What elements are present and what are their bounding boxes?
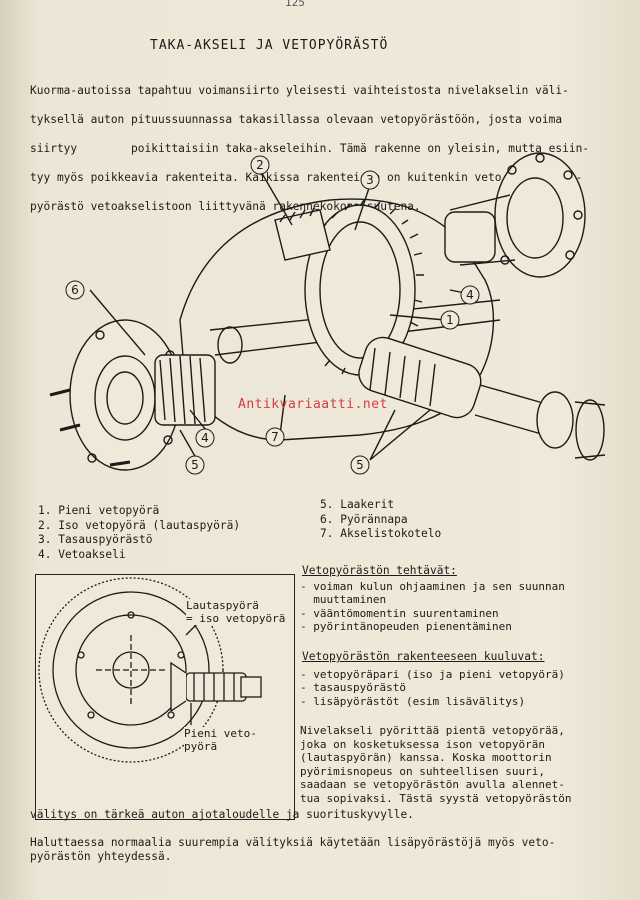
text-line: joka on kosketuksessa ison vetopyörän xyxy=(300,737,546,751)
callout-7: 7 xyxy=(271,430,279,444)
intro-line: tyksellä auton pituussuunnassa takasilla… xyxy=(30,113,563,127)
legend-item: 6. Pyörännapa xyxy=(320,512,408,526)
intro-line: Kuorma-autoissa tapahtuu voimansiirto yl… xyxy=(30,84,569,98)
text-line: Nivelakseli pyörittää pientä vetopyörää, xyxy=(300,724,565,737)
text-line: (lautaspyörän) kanssa. Koska moottorin xyxy=(300,751,552,765)
callout-6: 6 xyxy=(71,283,79,297)
list-item: - pyörintänopeuden pienentäminen xyxy=(300,620,512,634)
legend-item: 1. Pieni vetopyörä xyxy=(38,504,160,517)
side-paragraph: Nivelakseli pyörittää pientä vetopyörää,… xyxy=(300,724,572,806)
legend-item: 7. Akselistokotelo xyxy=(320,527,442,541)
intro-line: tyy myös poikkeavia rakenteita. Kaikissa… xyxy=(30,170,583,184)
rear-axle-illustration: 2 3 6 1 4 4 5 7 5 xyxy=(49,152,606,475)
tasks-list: - voiman kulun ohjaaminen ja sen suunnan… xyxy=(300,580,565,634)
callout-1: 1 xyxy=(446,313,454,327)
bottom-paragraph: välitys on tärkeä auton ajotaloudelle ja… xyxy=(30,808,590,864)
callout-4: 4 xyxy=(201,431,209,445)
intro-line: siirtyy poikittaisiin taka-akseleihin. T… xyxy=(30,142,590,156)
callout-2: 2 xyxy=(256,158,264,172)
text-line: Haluttaessa normaalia suurempia välityks… xyxy=(30,836,556,849)
list-item: muuttaminen xyxy=(300,593,387,607)
callout-5: 5 xyxy=(191,458,199,472)
legend-item: 2. Iso vetopyörä (lautaspyörä) xyxy=(38,518,241,532)
list-item: - tasauspyörästö xyxy=(300,681,406,695)
text-line: saadaan se vetopyörästön avulla alennet- xyxy=(300,778,565,792)
callout-3: 3 xyxy=(366,173,374,187)
watermark-text: Antikvariaatti.net xyxy=(238,397,388,412)
legend-item: 5. Laakerit xyxy=(320,498,395,511)
diagram-label-pinion: Pieni veto- pyörä xyxy=(184,727,257,753)
page-number: 125 xyxy=(285,0,305,9)
parts-legend-right: 5. Laakerit 6. Pyörännapa 7. Akselistoko… xyxy=(320,498,441,542)
intro-paragraph: Kuorma-autoissa tapahtuu voimansiirto yl… xyxy=(30,70,590,228)
list-item: - vetopyöräpari (iso ja pieni vetopyörä) xyxy=(300,668,565,681)
callout-4: 4 xyxy=(466,288,474,302)
list-item: - vääntömomentin suurentaminen xyxy=(300,606,499,620)
ring-pinion-diagram xyxy=(38,577,262,763)
text-line: pyörimisnopeus on suhteellisen suuri, xyxy=(300,764,546,778)
text-line: tua sopivaksi. Tästä syystä vetopyörästö… xyxy=(300,791,572,805)
page-title: TAKA-AKSELI JA VETOPYÖRÄSTÖ xyxy=(150,38,389,53)
diagram-label-ring-gear: Lautaspyörä = iso vetopyörä xyxy=(186,599,286,625)
gear-diagram-box: Lautaspyörä = iso vetopyörä Pieni veto- … xyxy=(35,574,295,820)
legend-item: 3. Tasauspyörästö xyxy=(38,533,153,547)
callout-5: 5 xyxy=(356,458,364,472)
text-line: pyörästön yhteydessä. xyxy=(30,850,172,863)
diagram-label-line: Lautaspyörä xyxy=(186,599,259,612)
legend-item: 4. Vetoakseli xyxy=(38,547,126,561)
tasks-heading: Vetopyörästön tehtävät: xyxy=(302,564,457,577)
structure-heading: Vetopyörästön rakenteeseen kuuluvat: xyxy=(302,650,545,663)
parts-legend-left: 1. Pieni vetopyörä 2. Iso vetopyörä (lau… xyxy=(38,504,240,562)
diagram-label-line: Pieni veto- xyxy=(184,727,257,740)
diagram-label-line: pyörä xyxy=(184,740,218,753)
list-item: - lisäpyörästöt (esim lisävälitys) xyxy=(300,694,526,708)
text-line: välitys on tärkeä auton ajotaloudelle ja… xyxy=(30,808,414,821)
diagram-label-line: = iso vetopyörä xyxy=(186,612,286,625)
list-item: - voiman kulun ohjaaminen ja sen suunnan xyxy=(300,580,565,593)
structure-list: - vetopyöräpari (iso ja pieni vetopyörä)… xyxy=(300,668,565,708)
